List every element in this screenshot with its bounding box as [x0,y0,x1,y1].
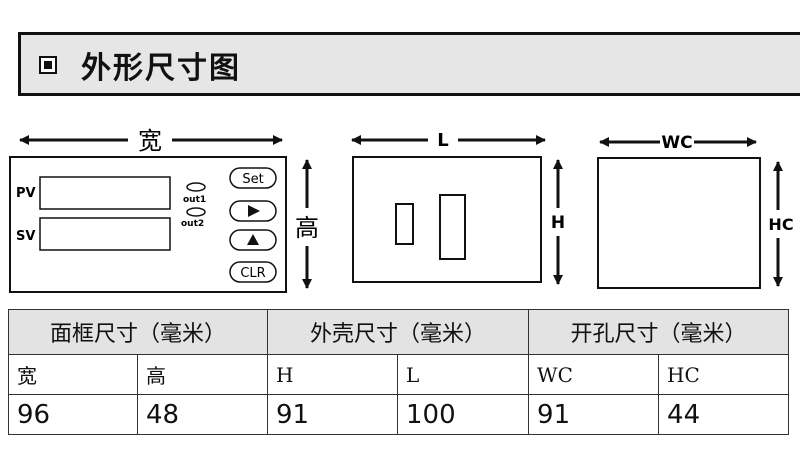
value-cell: 48 [136,394,269,435]
front-width-label: 宽 [138,127,162,155]
front-panel: PV SV out1 out2 Set CLR [9,156,287,293]
play-right-icon [248,205,260,217]
clr-key [229,261,277,283]
clr-key-label: CLR [240,266,265,281]
out2-label: out2 [181,219,204,229]
group-header-panel: 面框尺寸（毫米） [7,309,269,355]
triangle-up-icon [247,234,259,245]
value-cell: 44 [658,394,790,435]
sv-display [39,217,171,251]
label-cell: 宽 [8,354,138,395]
sv-label: SV [16,229,35,244]
value-cell: 91 [528,394,660,435]
group-header-cutout: 开孔尺寸（毫米） [528,309,790,355]
housing-length-label: L [437,130,448,151]
section-title: 外形尺寸图 [81,51,241,86]
section-header: 外形尺寸图 [18,32,800,96]
set-key [229,167,277,189]
terminal-slot-small [395,203,414,245]
out2-led-icon [186,207,206,217]
dimension-table: 面框尺寸（毫米） 外壳尺寸（毫米） 开孔尺寸（毫米） 宽 高 H L WC HC… [7,309,790,435]
out1-led-icon [186,182,206,192]
out1-label: out1 [183,195,206,205]
table-value-row: 96 48 91 100 91 44 [8,394,790,435]
pv-display [39,176,171,210]
value-cell: 96 [8,394,138,435]
table-group-row: 面框尺寸（毫米） 外壳尺寸（毫米） 开孔尺寸（毫米） [7,309,790,355]
label-cell: WC [528,354,660,395]
front-height-label: 高 [295,214,319,242]
dimension-diagram: 宽 PV SV out1 out2 Set CLR 高 L [9,127,794,293]
set-key-label: Set [242,172,263,187]
group-header-housing: 外壳尺寸（毫米） [267,309,530,355]
value-cell: 91 [267,394,399,435]
table-label-row: 宽 高 H L WC HC [8,354,790,395]
label-cell: HC [658,354,790,395]
housing-side-view: L H [351,130,565,285]
label-cell: L [397,354,530,395]
housing-height-label: H [551,213,565,233]
terminal-slot-large [439,194,466,260]
label-cell: H [267,354,399,395]
square-bullet-icon [39,56,57,74]
label-cell: 高 [136,354,269,395]
pv-label: PV [16,186,36,201]
front-height-dimension: 高 [295,159,319,289]
value-cell: 100 [397,394,530,435]
cutout-width-label: WC [661,133,692,153]
cutout-height-label: HC [768,215,793,234]
panel-cutout-view: WC HC [597,133,794,289]
front-width-dimension: 宽 [19,127,283,155]
